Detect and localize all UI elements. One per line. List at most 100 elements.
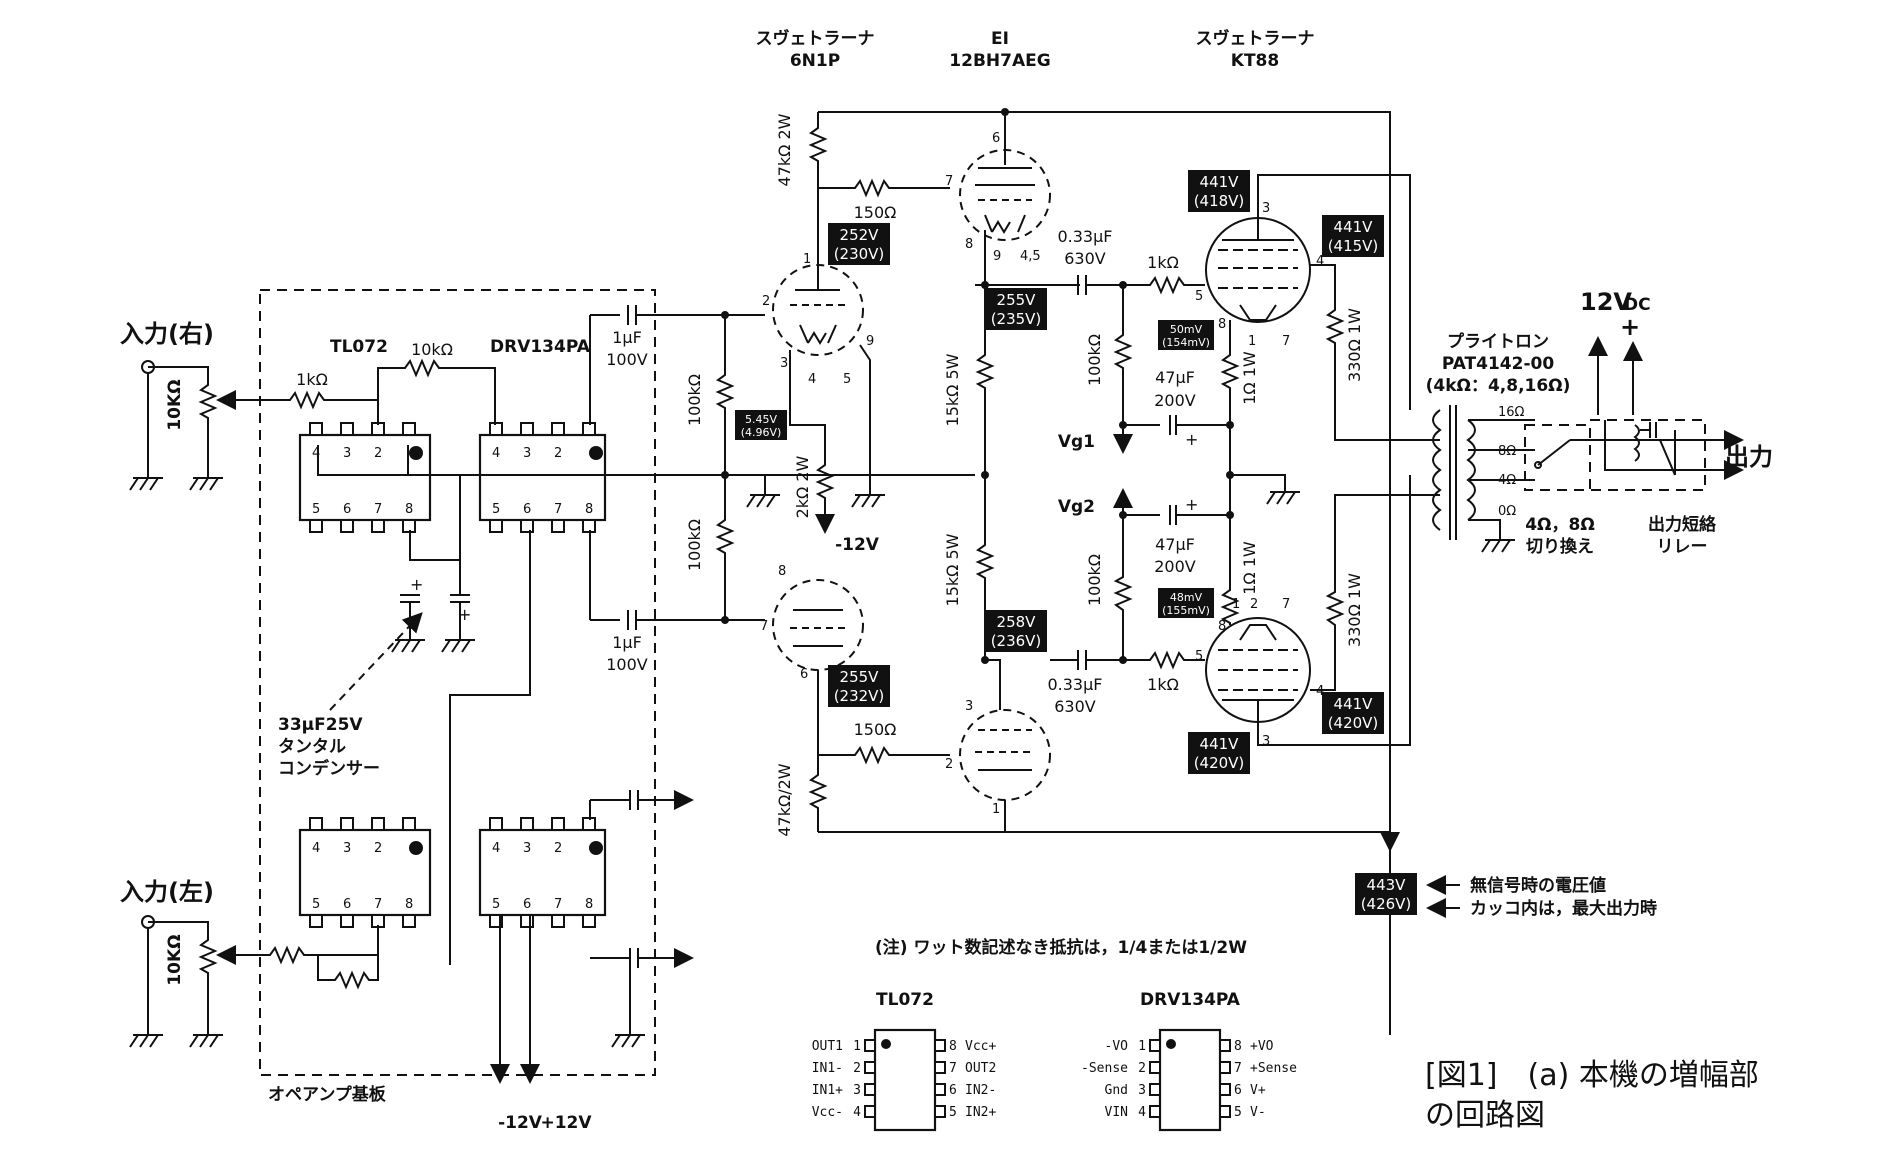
- pin1-marker: [589, 446, 603, 460]
- svg-text:9: 9: [993, 249, 1001, 264]
- svg-text:441V: 441V: [1200, 735, 1240, 753]
- svg-text:出力: 出力: [1725, 443, 1773, 471]
- svg-text:441V: 441V: [1200, 173, 1240, 191]
- pin-number: 3: [343, 841, 351, 856]
- cap-1uf-bot: [590, 610, 765, 630]
- svg-text:100kΩ: 100kΩ: [685, 519, 704, 571]
- svg-text:441V: 441V: [1334, 695, 1374, 713]
- svg-text:+: +: [1185, 495, 1198, 514]
- voltage-box-443v: 443V (426V): [1355, 873, 1417, 915]
- output-transformer: プライトロン PAT4142-00 (4kΩ：4,8,16Ω) 16Ω 8Ω 4…: [1426, 331, 1571, 553]
- tube-12bh7-upper: 6 7 8 9 4,5: [945, 112, 1051, 264]
- svg-text:1Ω 1W: 1Ω 1W: [1240, 351, 1259, 405]
- svg-text:6N1P: 6N1P: [790, 51, 840, 71]
- chip-pin: [520, 422, 534, 436]
- pin-number: 4: [312, 841, 320, 856]
- svg-text:47μF: 47μF: [1155, 368, 1195, 387]
- resistor-100k-grid: 100kΩ 100kΩ: [685, 311, 735, 624]
- pin-number: 8: [585, 502, 593, 517]
- pinout-left-label: IN1-: [812, 1061, 843, 1076]
- tube-header-12bh7aeg: EI 12BH7AEG: [949, 29, 1050, 71]
- svg-text:2: 2: [945, 757, 953, 772]
- svg-text:切り換え: 切り換え: [1526, 536, 1594, 557]
- impedance-switch[interactable]: 4Ω，8Ω 切り換え: [1524, 424, 1600, 557]
- chip-pin: [551, 914, 565, 928]
- resistor-47k-bot: [808, 755, 828, 832]
- svg-text:[図1] (a) 本機の増幅部: [図1] (a) 本機の増幅部: [1425, 1058, 1759, 1093]
- tube-kt88-lower: 8 1 2 7 5 4 3: [1195, 597, 1324, 749]
- svg-text:(236V): (236V): [991, 632, 1042, 650]
- resistor-10k-fb: [377, 358, 496, 425]
- svg-text:(4kΩ：4,8,16Ω): (4kΩ：4,8,16Ω): [1426, 376, 1571, 396]
- svg-text:1: 1: [1248, 334, 1256, 349]
- svg-text:100kΩ: 100kΩ: [1085, 554, 1104, 606]
- svg-text:(232V): (232V): [834, 687, 885, 705]
- chip-pin: [489, 817, 503, 831]
- svg-text:DC: DC: [1624, 295, 1651, 315]
- svg-text:(420V): (420V): [1328, 714, 1379, 732]
- svg-text:(155mV): (155mV): [1162, 604, 1210, 617]
- pinout-left-label: OUT1: [812, 1039, 843, 1054]
- svg-text:コンデンサー: コンデンサー: [278, 758, 380, 779]
- voltage-box-441-420b: 441V (420V): [1188, 732, 1250, 774]
- svg-text:Vg2: Vg2: [1058, 497, 1095, 517]
- pinout-num: 6: [949, 1083, 957, 1098]
- svg-text:0.33μF: 0.33μF: [1047, 675, 1102, 694]
- tube-6n1p-lower: 8 7 6: [760, 564, 864, 682]
- pinout-right-label: V-: [1250, 1105, 1266, 1120]
- svg-text:EI: EI: [991, 29, 1009, 49]
- svg-text:630V: 630V: [1054, 697, 1096, 716]
- pin-number: 7: [554, 897, 562, 912]
- svg-text:4: 4: [1316, 684, 1324, 699]
- pin-number: 4: [312, 446, 320, 461]
- chip-pin: [489, 519, 503, 533]
- pinout-right-label: +Sense: [1250, 1061, 1297, 1076]
- pinout-num: 4: [853, 1105, 861, 1120]
- svg-text:100V: 100V: [606, 655, 648, 674]
- chip-pin: [582, 914, 596, 928]
- pin-number: 6: [523, 897, 531, 912]
- svg-text:1kΩ: 1kΩ: [296, 370, 328, 389]
- svg-text:0Ω: 0Ω: [1498, 504, 1516, 519]
- svg-text:出力短絡: 出力短絡: [1648, 514, 1717, 535]
- svg-text:(415V): (415V): [1328, 237, 1379, 255]
- pin1-marker: [409, 446, 423, 460]
- svg-text:5: 5: [843, 372, 851, 387]
- voltage-box-258v: 258V (236V): [985, 610, 1047, 652]
- svg-text:2kΩ 2W: 2kΩ 2W: [793, 455, 812, 518]
- supply-12vdc: 12V DC +: [1580, 288, 1651, 415]
- svg-text:7: 7: [760, 619, 768, 634]
- svg-text:+: +: [458, 605, 471, 624]
- resistors-left-in: [245, 925, 379, 990]
- pinout-num: 1: [853, 1039, 861, 1054]
- drv-label: DRV134PA: [490, 337, 591, 357]
- chip-pin: [309, 519, 323, 533]
- svg-text:+12V: +12V: [540, 1113, 592, 1133]
- pinout-num: 2: [853, 1061, 861, 1076]
- pin-number: 2: [554, 841, 562, 856]
- pin-number: 3: [343, 446, 351, 461]
- pin-number: 5: [312, 502, 320, 517]
- svg-text:7: 7: [1282, 597, 1290, 612]
- pin-number: 5: [312, 897, 320, 912]
- svg-text:5: 5: [1195, 289, 1203, 304]
- resistor-1k-in: [245, 390, 379, 425]
- pin-number: 3: [523, 841, 531, 856]
- pinout-right-label: V+: [1250, 1083, 1266, 1098]
- svg-text:(418V): (418V): [1194, 192, 1245, 210]
- svg-text:DRV134PA: DRV134PA: [1140, 990, 1241, 1010]
- svg-text:441V: 441V: [1334, 218, 1374, 236]
- kt88-cathode-screen: 1Ω 1W 1Ω 1W 330Ω 1W 330Ω 1W: [1220, 174, 1440, 746]
- svg-text:8Ω: 8Ω: [1498, 444, 1516, 459]
- figure-caption: [図1] (a) 本機の増幅部 の回路図: [1425, 1058, 1759, 1133]
- svg-text:PAT4142-00: PAT4142-00: [1442, 354, 1555, 374]
- cap-033-bot: 0.33μF 630V 1kΩ: [1047, 650, 1205, 716]
- voltage-box-255v-mid: 255V (235V): [985, 288, 1047, 330]
- svg-text:1kΩ: 1kΩ: [1147, 253, 1179, 272]
- svg-text:1kΩ: 1kΩ: [1147, 675, 1179, 694]
- svg-text:(235V): (235V): [991, 310, 1042, 328]
- svg-text:3: 3: [1262, 201, 1270, 216]
- opamp-board-outline: [259, 289, 656, 1076]
- chip-pin: [309, 914, 323, 928]
